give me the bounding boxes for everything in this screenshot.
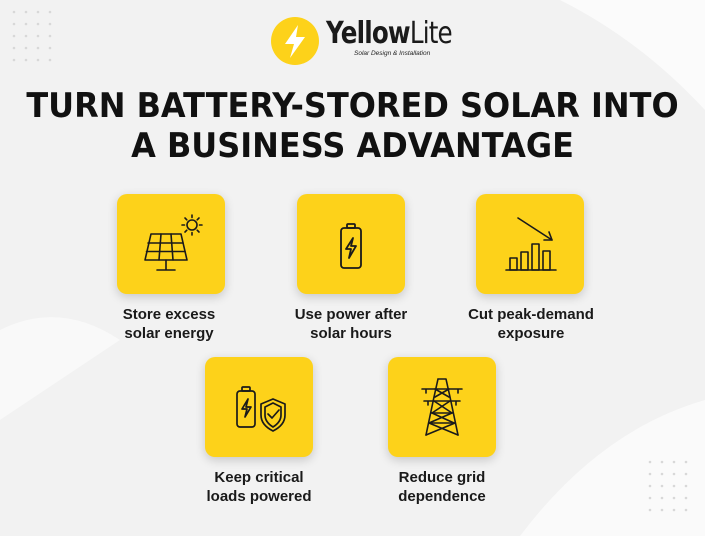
benefit-card-critical-loads: [205, 357, 313, 457]
decreasing-bar-chart-icon: [505, 217, 557, 271]
lightning-bolt-icon: [271, 17, 319, 65]
battery-charging-icon: [340, 223, 362, 269]
dot-grid-bottom-right: [648, 460, 688, 512]
brand-logo: YellowLite Solar Design & Installation: [270, 14, 453, 70]
benefit-label-critical-loads: Keep critical loads powered: [206, 469, 312, 505]
solar-panel-sun-icon: [144, 214, 203, 271]
battery-shield-icon: [236, 386, 286, 432]
benefit-label-use-power: Use power after solar hours: [294, 306, 408, 342]
title-line-2: A BUSINESS ADVANTAGE: [131, 126, 574, 166]
benefit-card-store-energy: [117, 194, 225, 294]
brand-tagline: Solar Design & Installation: [354, 50, 431, 57]
benefit-label-grid-dependence: Reduce grid dependence: [398, 469, 486, 505]
benefit-card-cut-peak: [476, 194, 584, 294]
benefit-card-use-power: [297, 194, 405, 294]
title-line-1: TURN BATTERY-STORED SOLAR INTO: [26, 86, 679, 126]
dot-grid-top-left: [12, 10, 52, 62]
page-title: TURN BATTERY-STORED SOLAR INTO A BUSINES…: [0, 86, 705, 166]
benefit-card-grid-dependence: [388, 357, 496, 457]
benefit-label-cut-peak: Cut peak-demand exposure: [468, 306, 594, 342]
brand-name: YellowLite: [326, 16, 453, 51]
power-tower-icon: [421, 378, 463, 436]
benefit-label-store-energy: Store excess solar energy: [122, 306, 216, 342]
